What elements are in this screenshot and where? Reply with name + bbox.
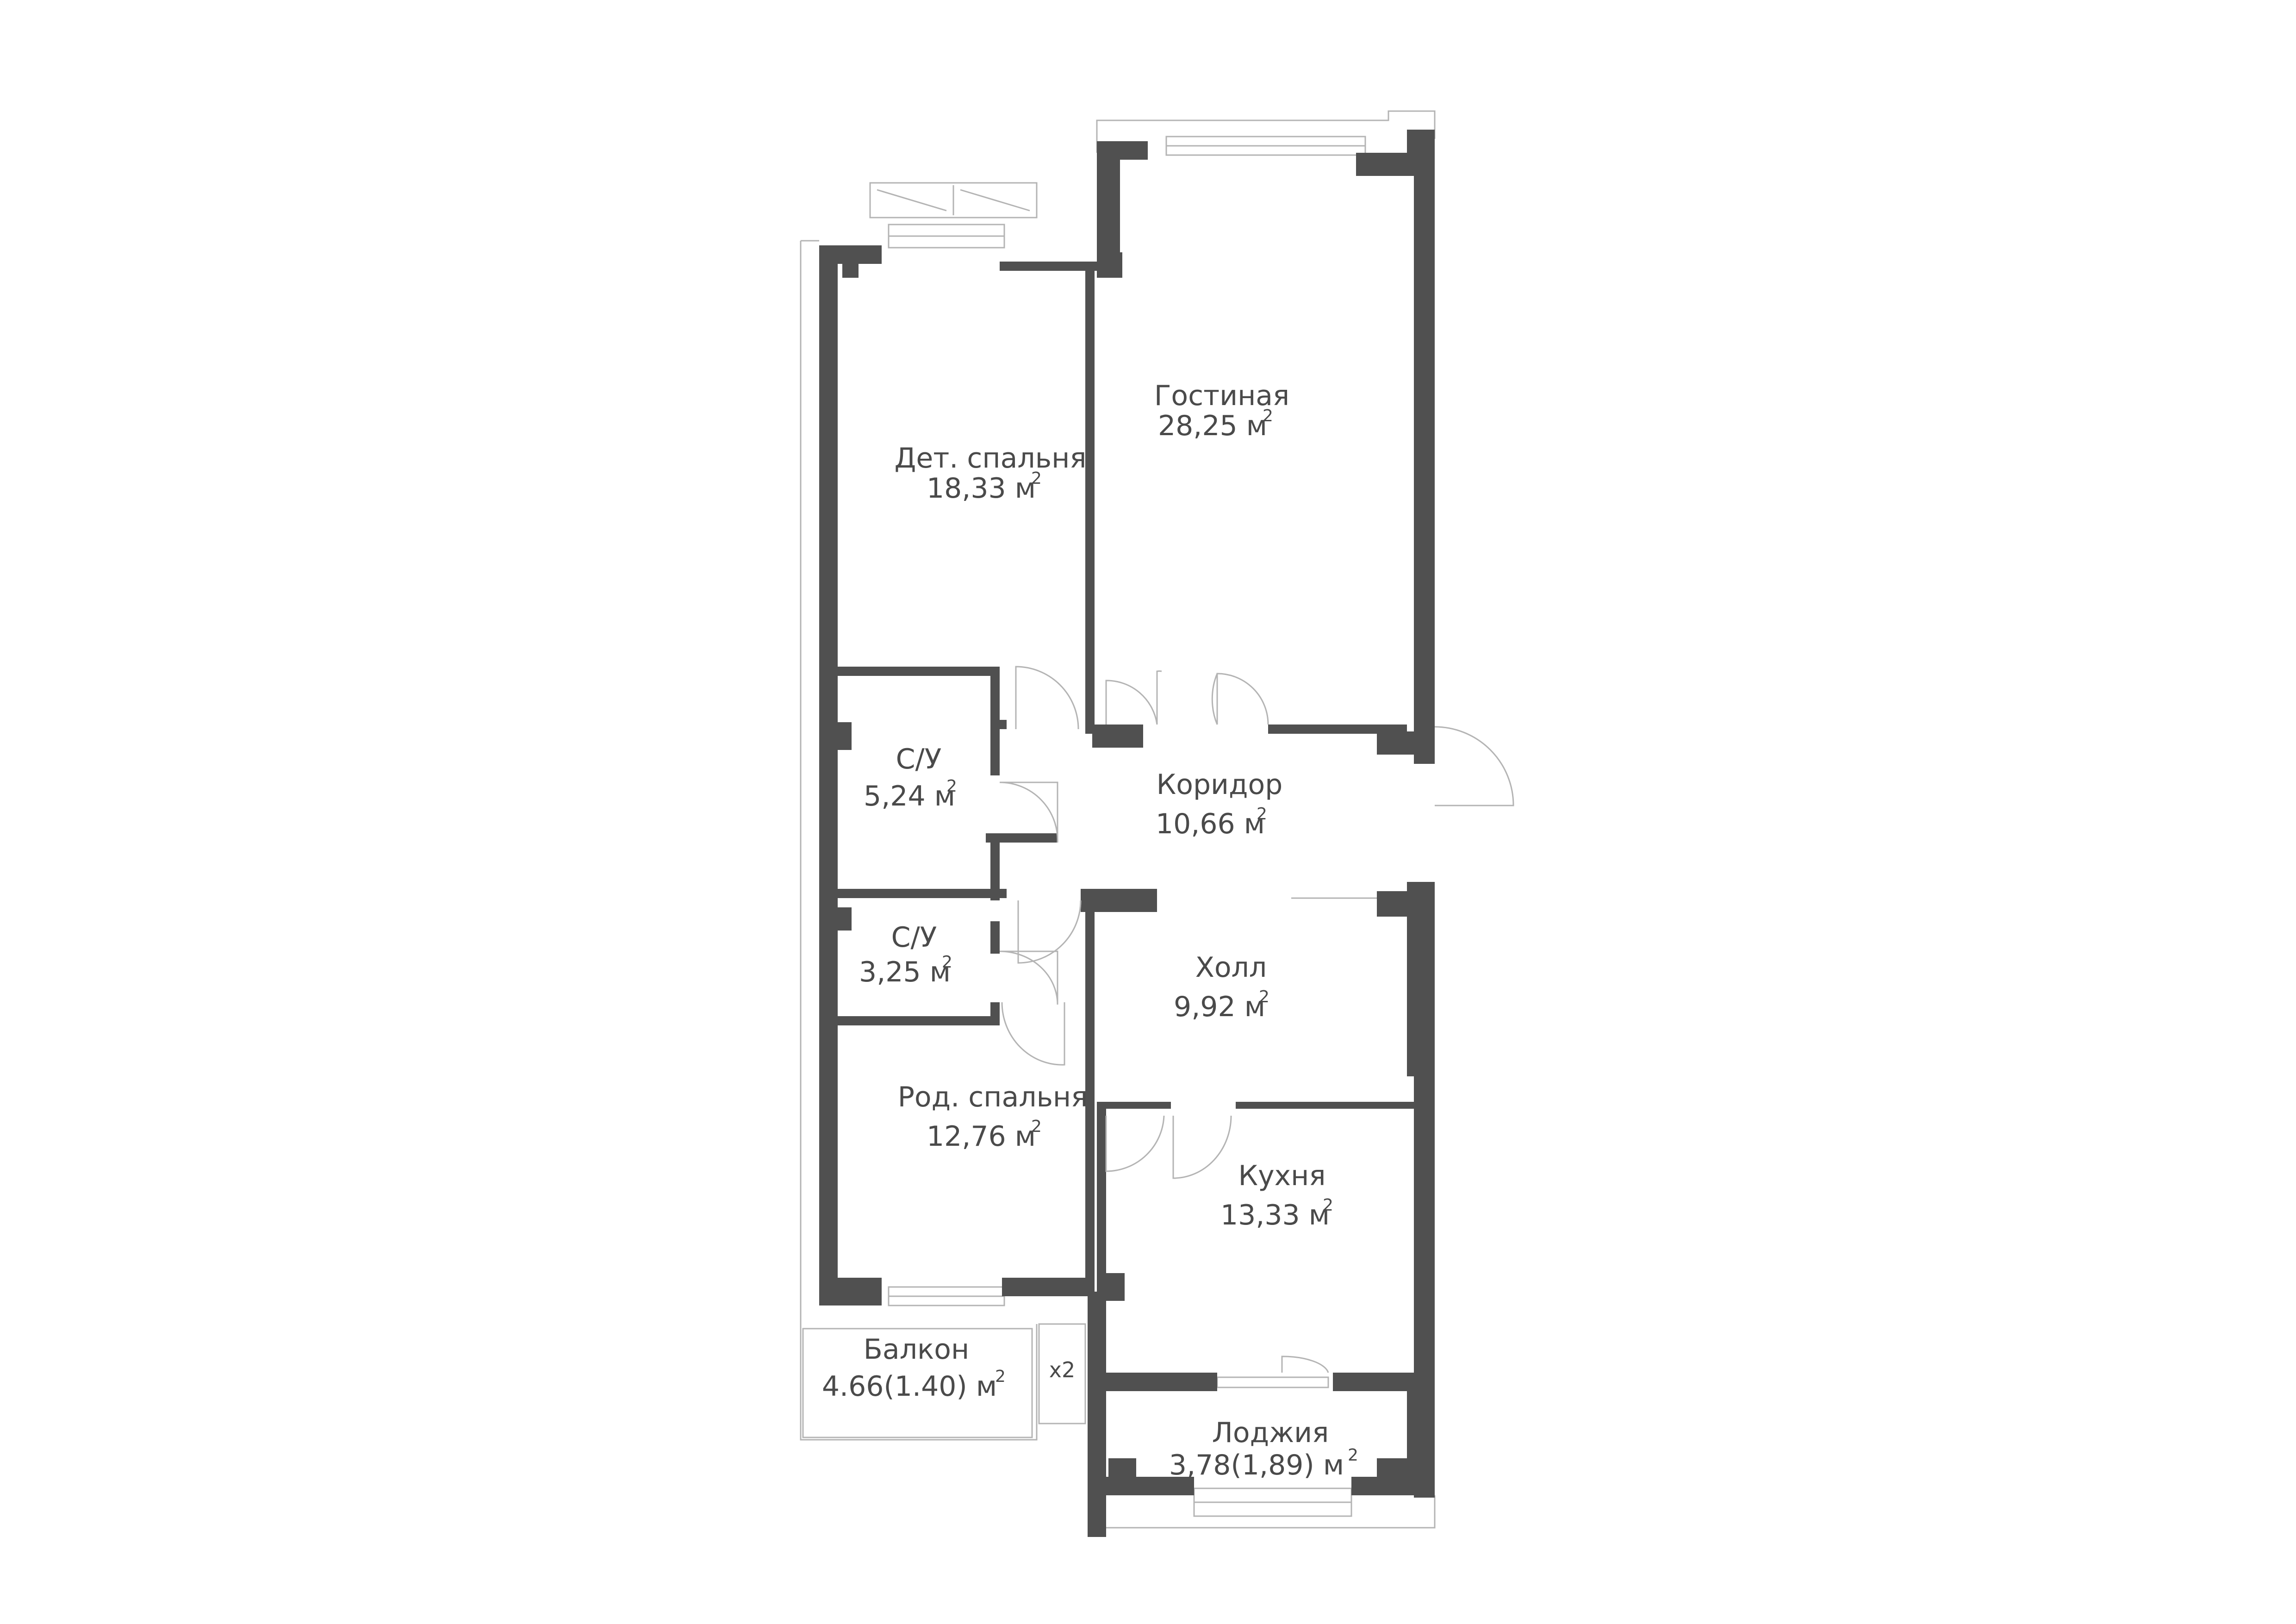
- door-swings: [999, 666, 1514, 1373]
- label-hall-area: 9,92 м: [1174, 991, 1265, 1023]
- walls: [819, 130, 1435, 1537]
- label-balcony-area: 4.66(1.40) м: [822, 1370, 997, 1403]
- label-bath2-area: 3,25 м: [859, 956, 951, 988]
- label-parents-name: Род. спальня: [898, 1081, 1088, 1113]
- sup-loggia: 2: [1348, 1446, 1358, 1465]
- label-corridor-area: 10,66 м: [1156, 808, 1265, 840]
- label-kitchen-area: 13,33 м: [1220, 1199, 1330, 1231]
- label-kids-name: Дет. спальня: [895, 442, 1087, 475]
- sup-kids: 2: [1031, 469, 1042, 488]
- sup-parents: 2: [1031, 1117, 1042, 1136]
- label-living-name: Гостиная: [1154, 380, 1289, 412]
- label-multiplier: x2: [1049, 1357, 1076, 1382]
- sup-hall: 2: [1259, 987, 1269, 1006]
- label-bath1-area: 5,24 м: [864, 780, 955, 812]
- label-hall-name: Холл: [1195, 951, 1267, 984]
- label-loggia-name: Лоджия: [1212, 1417, 1329, 1449]
- label-kitchen-name: Кухня: [1238, 1160, 1326, 1192]
- label-bath1-name: С/У: [896, 743, 942, 775]
- sup-bath1: 2: [946, 777, 957, 796]
- sup-living: 2: [1263, 406, 1273, 425]
- sup-balcony: 2: [995, 1367, 1006, 1386]
- label-corridor-name: Коридор: [1157, 768, 1283, 801]
- label-parents-area: 12,76 м: [927, 1120, 1036, 1153]
- windows: [869, 136, 1366, 1517]
- room-labels: Гостиная 28,25 м 2 Дет. спальня 18,33 м …: [822, 380, 1358, 1481]
- label-kids-area: 18,33 м: [927, 472, 1036, 505]
- label-loggia-area: 3,78(1,89) м: [1169, 1449, 1344, 1481]
- sup-bath2: 2: [942, 953, 952, 972]
- sup-kitchen: 2: [1323, 1196, 1333, 1215]
- label-balcony-name: Балкон: [864, 1333, 969, 1366]
- outer-contour: [800, 110, 1436, 1529]
- window-loggia-door: [1216, 1376, 1329, 1388]
- label-living-area: 28,25 м: [1158, 410, 1267, 442]
- sup-corridor: 2: [1257, 805, 1267, 824]
- label-bath2-name: С/У: [891, 921, 937, 954]
